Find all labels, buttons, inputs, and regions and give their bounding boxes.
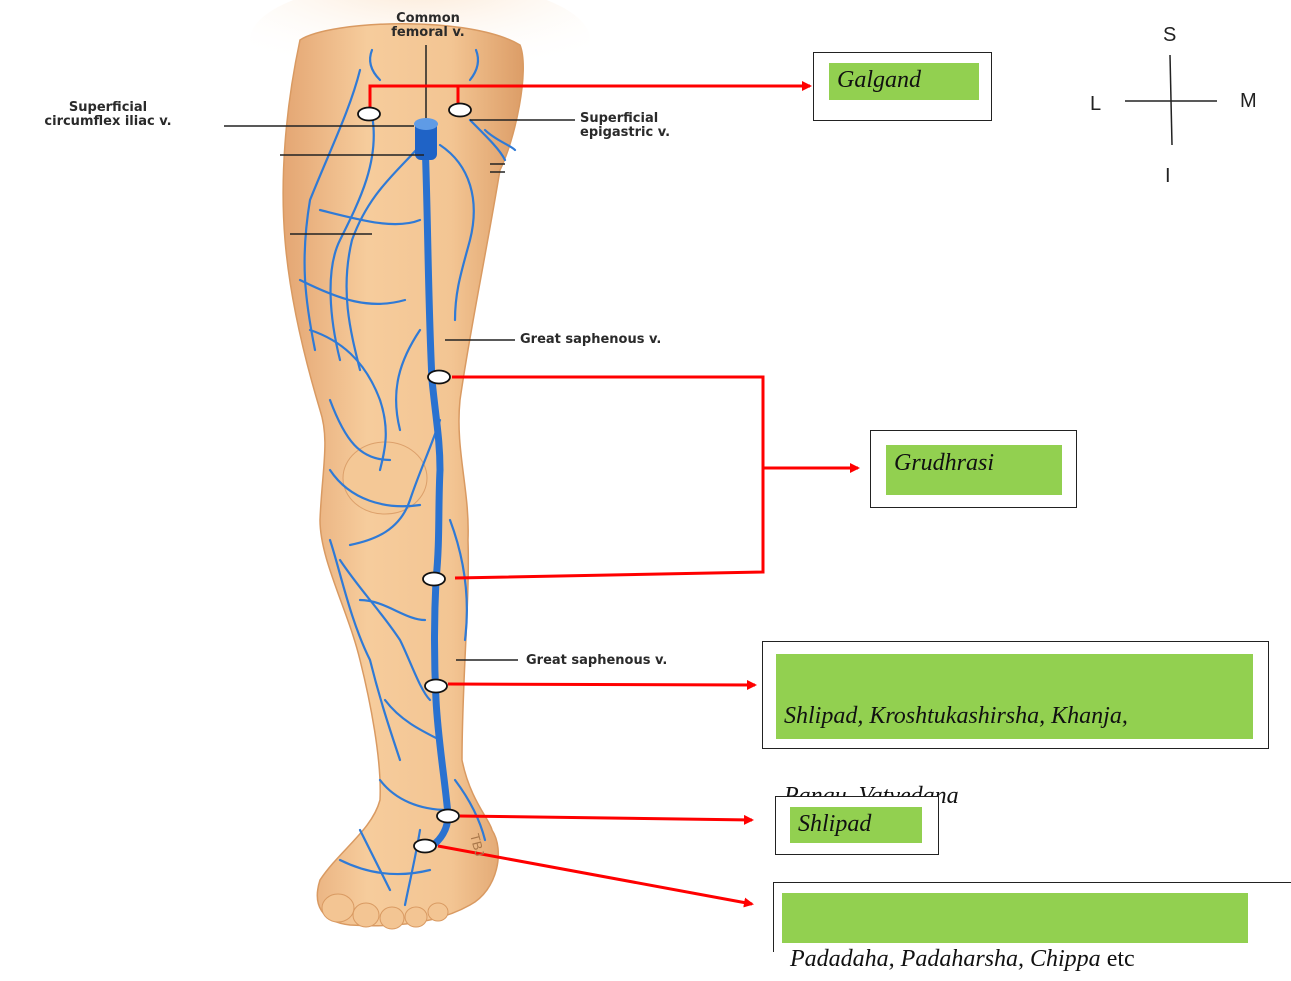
compass-medial: M bbox=[1240, 90, 1257, 113]
callout-padadaha-italic: Padadaha, Padaharsha, Chippa bbox=[790, 946, 1101, 972]
arrow-grudhrasi bbox=[452, 377, 763, 578]
callout-padadaha: Padadaha, Padaharsha, Chippa etc bbox=[773, 882, 1291, 952]
callout-padadaha-text: Padadaha, Padaharsha, Chippa etc bbox=[782, 893, 1248, 943]
label-great-saphenous-vein-lower: Great saphenous v. bbox=[526, 654, 756, 668]
callout-shlipad-group-line1: Shlipad, Kroshtukashirsha, Khanja, bbox=[784, 696, 1253, 736]
marker-galgand-lateral bbox=[358, 108, 380, 121]
marker-shlipad bbox=[437, 810, 459, 823]
diagram-stage: TBJ Common femoral v. Superficial circum… bbox=[0, 0, 1291, 943]
compass-lateral: L bbox=[1090, 93, 1101, 116]
callout-galgand: Galgand bbox=[813, 52, 992, 121]
label-great-saphenous-vein-upper: Great saphenous v. bbox=[520, 333, 750, 347]
callout-grudhrasi: Grudhrasi bbox=[870, 430, 1077, 508]
common-femoral-opening bbox=[414, 118, 438, 130]
arrow-shlipad-group bbox=[448, 684, 755, 685]
marker-galgand-medial bbox=[449, 104, 471, 117]
marker-padadaha bbox=[414, 840, 436, 853]
orientation-compass bbox=[1125, 55, 1217, 145]
callout-shlipad: Shlipad bbox=[775, 796, 939, 855]
label-common-femoral-vein: Common femoral v. bbox=[368, 12, 488, 40]
callout-shlipad-text: Shlipad bbox=[790, 807, 922, 843]
arrow-shlipad bbox=[460, 816, 752, 820]
callout-galgand-text: Galgand bbox=[829, 63, 979, 100]
callout-grudhrasi-text: Grudhrasi bbox=[886, 445, 1062, 495]
marker-grudhrasi-upper bbox=[428, 371, 450, 384]
label-superficial-circumflex-iliac-vein: Superficial circumflex iliac v. bbox=[8, 101, 208, 129]
knee bbox=[343, 442, 427, 514]
compass-superior: S bbox=[1163, 24, 1176, 47]
callout-shlipad-group: Shlipad, Kroshtukashirsha, Khanja, Pangu… bbox=[762, 641, 1269, 749]
compass-inferior: I bbox=[1165, 165, 1171, 188]
callout-shlipad-group-text: Shlipad, Kroshtukashirsha, Khanja, Pangu… bbox=[776, 654, 1253, 739]
marker-grudhrasi-lower bbox=[423, 573, 445, 586]
label-superficial-epigastric-vein: Superficial epigastric v. bbox=[580, 112, 740, 140]
marker-shlipad-group bbox=[425, 680, 447, 693]
callout-padadaha-suffix: etc bbox=[1101, 946, 1135, 972]
